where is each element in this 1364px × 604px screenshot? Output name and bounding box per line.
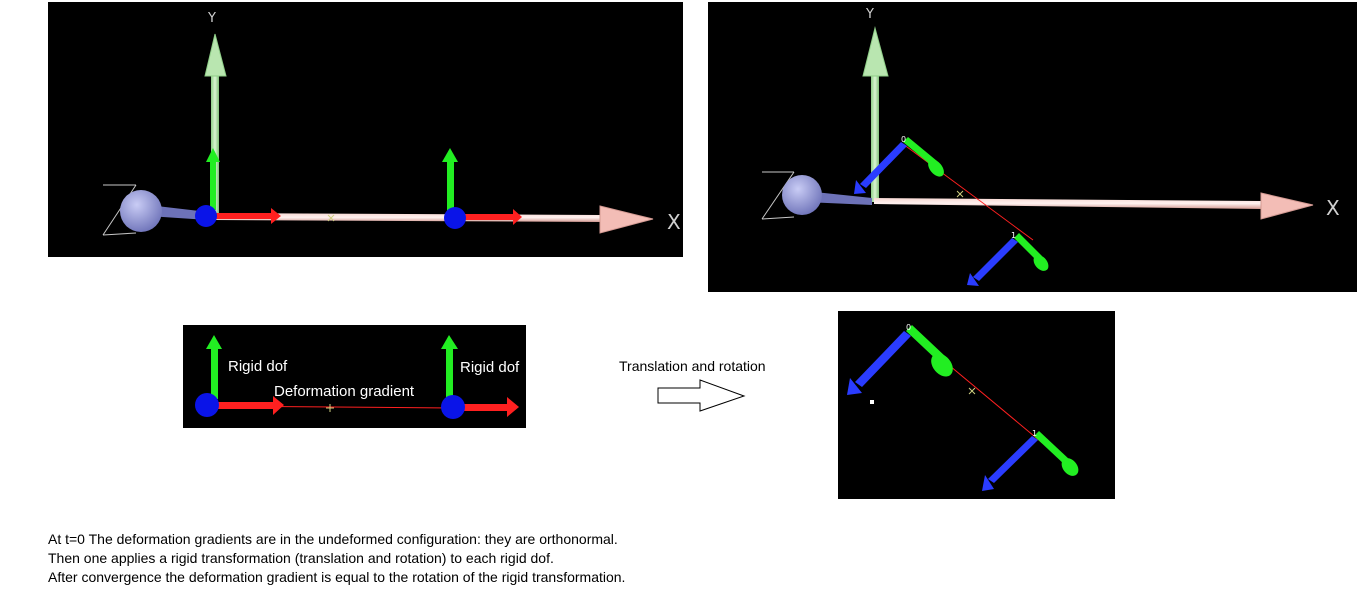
schematic-undeformed: Rigid dof Rigid dof Deformation gradient xyxy=(183,325,526,428)
schematic-transformed: 0 1 xyxy=(838,311,1115,499)
rigid-dof-label-1: Rigid dof xyxy=(228,358,288,375)
deformation-gradient-marker xyxy=(956,190,964,198)
x-axis-label: X xyxy=(1326,196,1340,220)
deformation-gradient-marker xyxy=(326,404,334,412)
origin-sphere xyxy=(120,190,162,232)
caption-line-3: After convergence the deformation gradie… xyxy=(48,569,626,585)
svg-text:0: 0 xyxy=(901,135,906,144)
svg-text:1: 1 xyxy=(1011,231,1016,240)
caption-line-1: At t=0 The deformation gradients are in … xyxy=(48,531,618,547)
x-axis-arrow xyxy=(213,205,654,234)
x-axis-label: X xyxy=(667,210,681,234)
caption: At t=0 The deformation gradients are in … xyxy=(48,530,625,587)
rigid-dof-1[interactable]: 0 xyxy=(854,135,947,194)
deformation-gradient-line xyxy=(902,143,1034,241)
rigid-dof-2[interactable] xyxy=(442,148,522,229)
rigid-dof-2[interactable] xyxy=(441,335,519,419)
y-axis-label: Y xyxy=(207,11,216,26)
rigid-dof-1[interactable] xyxy=(195,148,281,227)
rigid-dof-1[interactable]: 0 xyxy=(847,323,957,404)
x-axis-arrow xyxy=(874,192,1314,220)
y-axis-arrow xyxy=(204,33,227,214)
y-axis-label: Y xyxy=(865,7,874,22)
rigid-dof-1[interactable] xyxy=(195,335,284,417)
deformation-gradient-marker xyxy=(968,387,976,395)
rigid-dof-2[interactable]: 1 xyxy=(967,231,1051,286)
viewport-transformed[interactable]: Y X 0 1 xyxy=(708,2,1357,292)
transition-label: Translation and rotation xyxy=(619,358,766,374)
deformation-gradient-marker xyxy=(327,214,335,222)
origin-sphere xyxy=(782,175,822,215)
origin-link xyxy=(148,205,208,220)
origin-frame xyxy=(761,171,795,220)
viewport-undeformed[interactable]: Y X xyxy=(48,2,683,257)
y-axis-arrow xyxy=(862,26,889,202)
deformation-gradient-label: Deformation gradient xyxy=(274,383,415,400)
caption-line-2: Then one applies a rigid transformation … xyxy=(48,550,554,566)
transition-arrow-icon xyxy=(657,379,746,412)
rigid-dof-2[interactable]: 1 xyxy=(982,429,1082,491)
rigid-dof-label-2: Rigid dof xyxy=(460,359,520,376)
svg-text:0: 0 xyxy=(906,323,911,332)
svg-text:1: 1 xyxy=(1032,429,1037,438)
